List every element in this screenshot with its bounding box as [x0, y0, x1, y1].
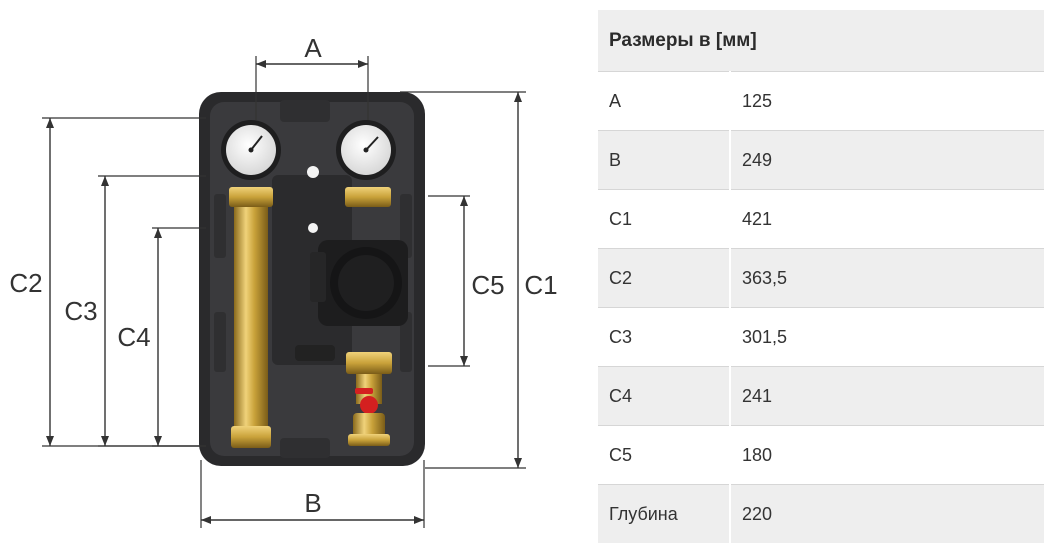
row-value: 249 — [730, 130, 1044, 190]
dimension-label-c2: C2 — [9, 268, 42, 298]
dimensions-table: Размеры в [мм] A 125 B 249 C1 421 C2 363… — [598, 10, 1044, 543]
dimension-c5: C5 — [428, 195, 505, 367]
row-label: B — [598, 130, 731, 190]
dimension-label-c3: C3 — [64, 296, 97, 326]
table-row: Глубина 220 — [598, 484, 1044, 543]
table-header: Размеры в [мм] — [598, 10, 1044, 72]
row-value: 363,5 — [730, 248, 1044, 308]
table-row: C1 421 — [598, 189, 1044, 249]
table-row: C4 241 — [598, 366, 1044, 426]
mount-hole-icon — [308, 223, 318, 233]
dimension-c3: C3 — [64, 175, 206, 447]
table-row: C3 301,5 — [598, 307, 1044, 367]
row-value: 220 — [730, 484, 1044, 543]
row-value: 421 — [730, 189, 1044, 249]
row-value: 180 — [730, 425, 1044, 485]
mount-hole-icon — [307, 166, 319, 178]
ball-valve-assembly — [346, 352, 392, 446]
pump-group-dimension-diagram: A B C2 C3 C4 — [9, 33, 558, 528]
table-row: C2 363,5 — [598, 248, 1044, 308]
left-brass-pipe — [229, 187, 273, 448]
dimension-c4: C4 — [117, 227, 206, 447]
dimension-label-b: B — [304, 488, 321, 518]
row-label: C4 — [598, 366, 731, 426]
circulation-pump — [310, 240, 408, 326]
row-label: C1 — [598, 189, 731, 249]
row-value: 241 — [730, 366, 1044, 426]
row-label: A — [598, 71, 731, 131]
row-label: C2 — [598, 248, 731, 308]
dimension-a: A — [255, 33, 369, 120]
dimension-label-c5: C5 — [471, 270, 504, 300]
row-value: 301,5 — [730, 307, 1044, 367]
row-label: C5 — [598, 425, 731, 485]
row-label: C3 — [598, 307, 731, 367]
table-row: C5 180 — [598, 425, 1044, 485]
dimension-label-a: A — [304, 33, 322, 63]
valve-handle-icon — [355, 388, 373, 394]
dimension-b: B — [200, 460, 425, 528]
dimension-label-c4: C4 — [117, 322, 150, 352]
dimension-c1: C1 — [400, 91, 558, 469]
table-row: B 249 — [598, 130, 1044, 190]
table-header-row: Размеры в [мм] — [598, 10, 1044, 72]
dimension-label-c1: C1 — [524, 270, 557, 300]
dimension-c2: C2 — [9, 117, 206, 447]
right-thermometer-gauge — [336, 120, 396, 180]
right-upper-fitting — [345, 187, 391, 207]
left-thermometer-gauge — [221, 120, 281, 180]
row-value: 125 — [730, 71, 1044, 131]
table-row: A 125 — [598, 71, 1044, 131]
row-label: Глубина — [598, 484, 731, 543]
